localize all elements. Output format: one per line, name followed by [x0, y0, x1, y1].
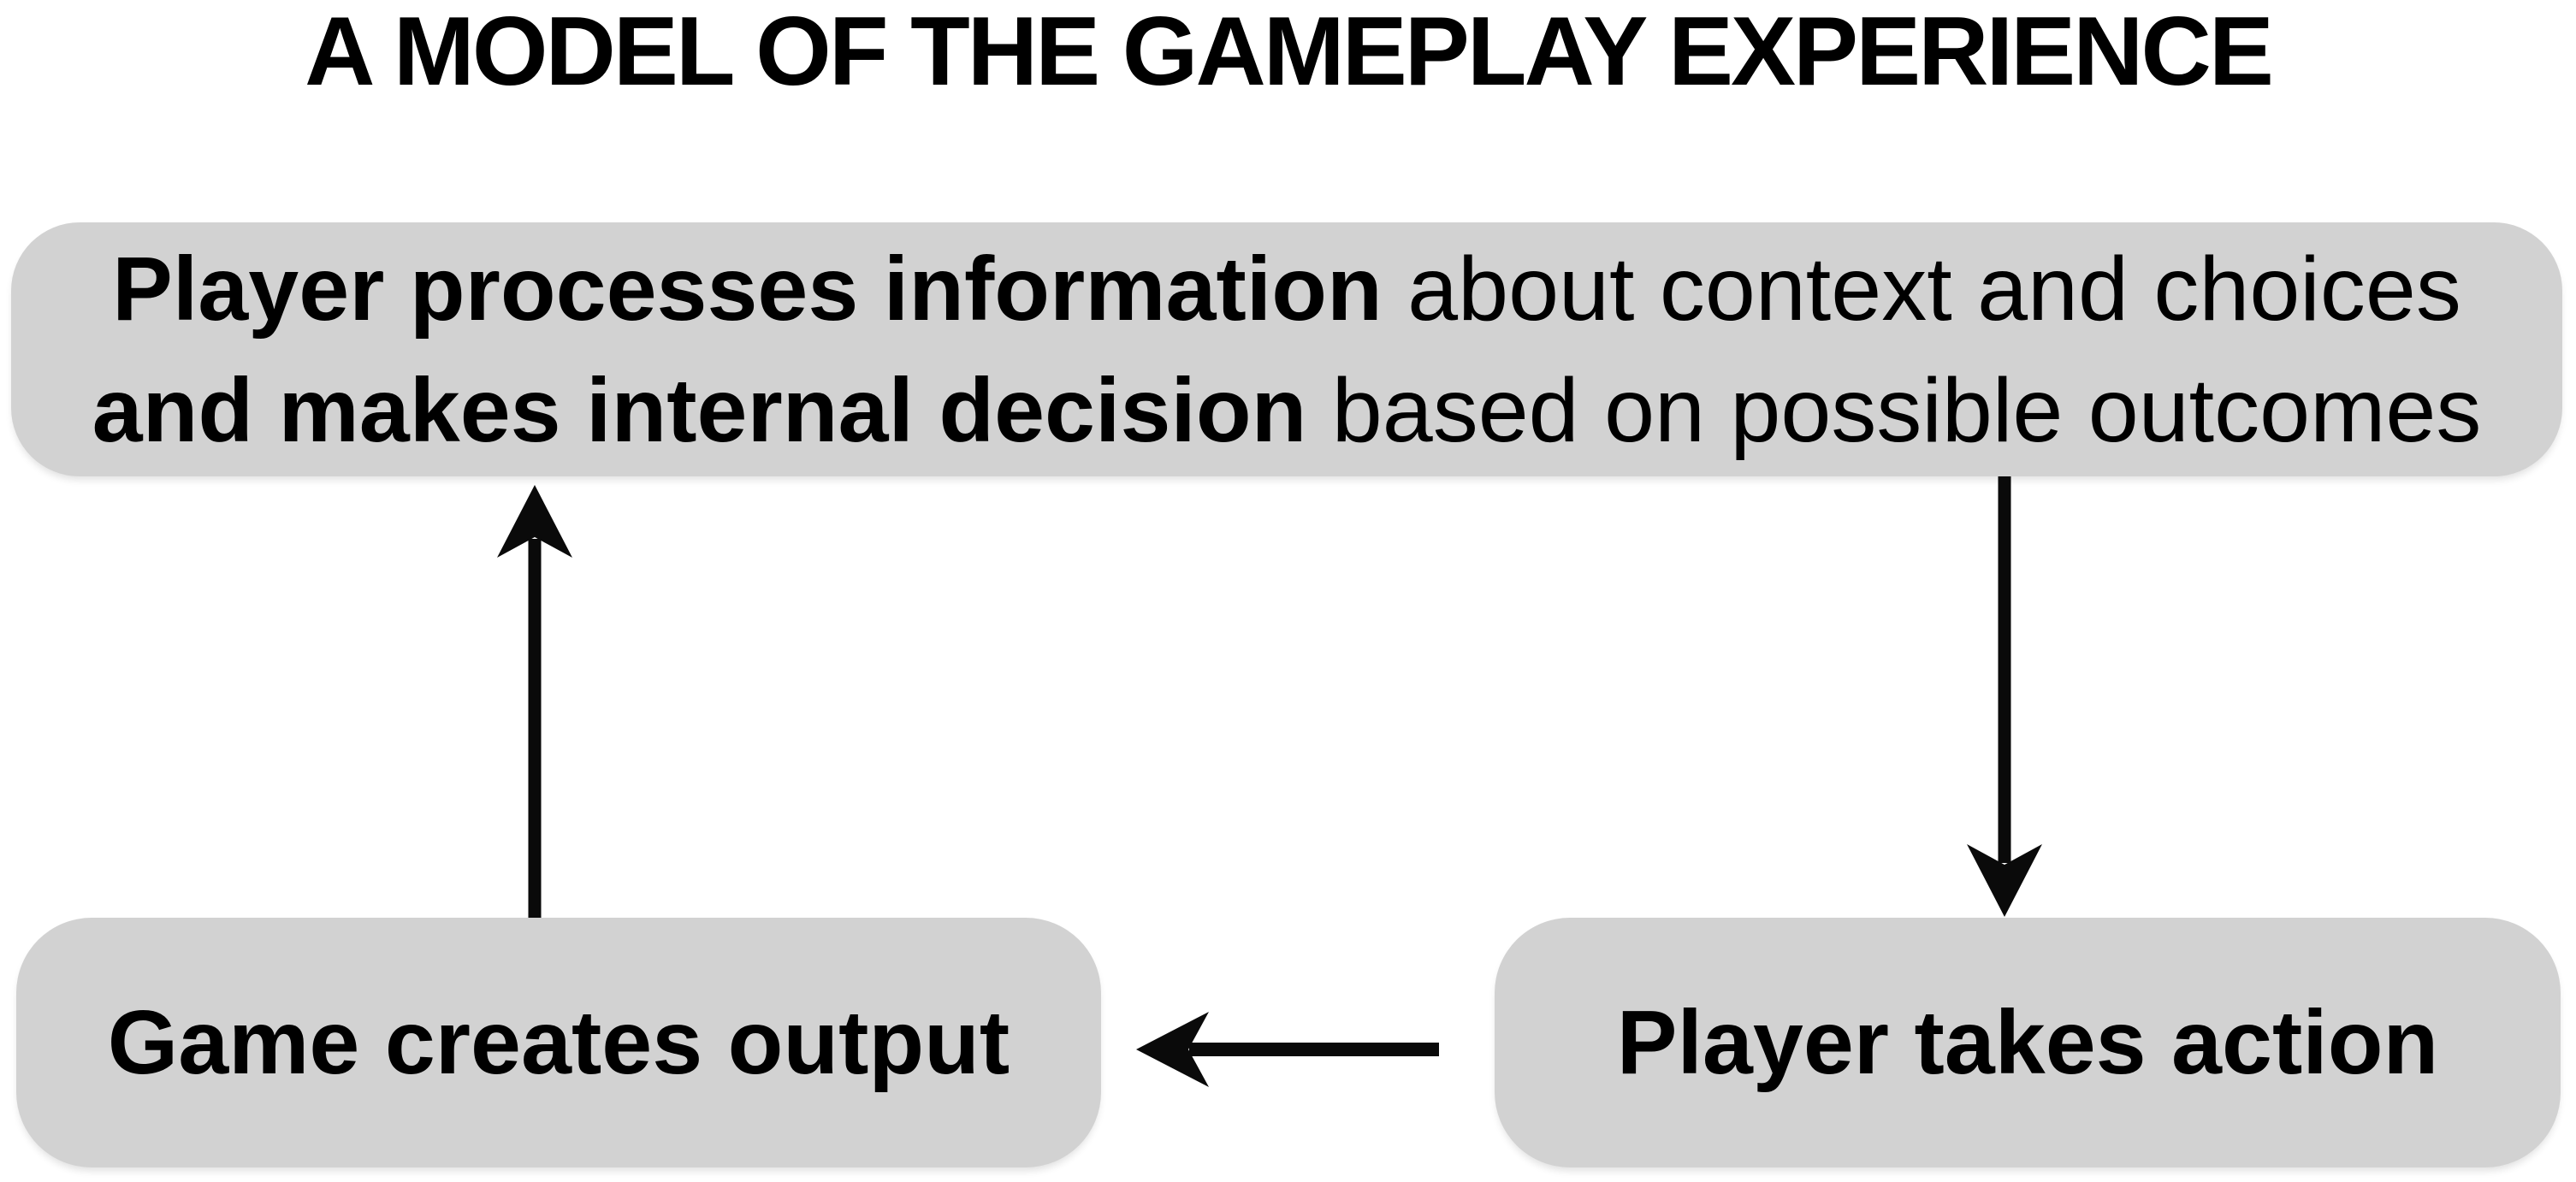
process-line2-bold-text: and makes internal decision — [92, 359, 1307, 461]
diagram-title: A MODEL OF THE GAMEPLAY EXPERIENCE — [305, 0, 2274, 106]
output-node: Game creates output — [16, 918, 1101, 1167]
output-node-label: Game creates output — [107, 992, 1010, 1093]
process-line-2: and makes internal decision based on pos… — [92, 350, 2482, 471]
arrow-left-icon — [1136, 1012, 1439, 1087]
process-line1-bold-text: Player processes information — [112, 238, 1383, 340]
action-node-label: Player takes action — [1616, 992, 2439, 1093]
arrow-down-icon — [1967, 476, 2042, 917]
arrow-up-icon — [497, 485, 572, 918]
process-line1-regular-text: about context and choices — [1382, 238, 2461, 340]
process-node: Player processes information about conte… — [11, 222, 2562, 476]
process-line2-regular-text: based on possible outcomes — [1306, 359, 2482, 461]
process-node-label: Player processes information about conte… — [92, 228, 2482, 471]
process-line-1: Player processes information about conte… — [92, 228, 2482, 350]
action-node: Player takes action — [1495, 918, 2561, 1167]
